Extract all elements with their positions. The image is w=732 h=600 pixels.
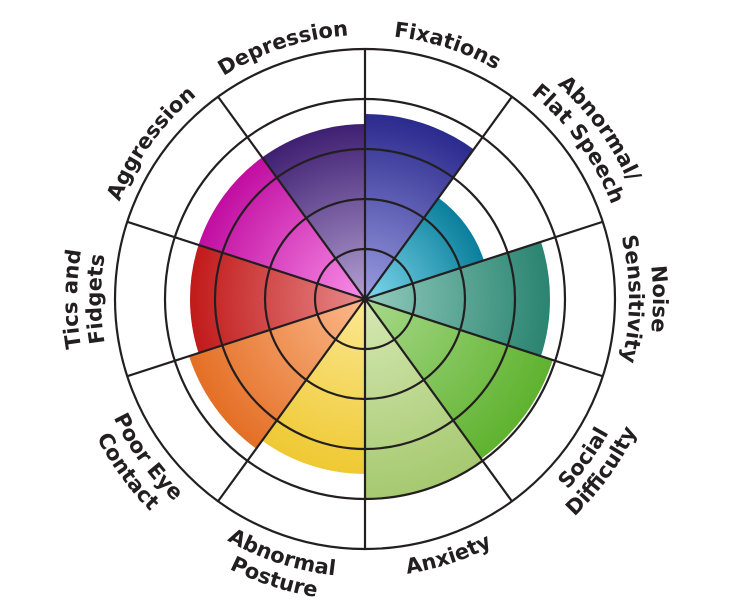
grid-spoke — [364, 220, 604, 301]
category-label-fixations: Fixations — [393, 18, 505, 75]
category-label-abnormal-flat-speech: Abnormal/Flat Speech — [528, 71, 646, 207]
wedge-noise-sensitivity — [365, 241, 550, 357]
wedge-poor-eye-contact — [189, 299, 365, 449]
wedge-aggression — [198, 157, 365, 299]
grid-spoke — [364, 96, 513, 300]
grid-spoke — [217, 96, 366, 300]
wedge-fixations — [365, 114, 474, 299]
category-label-depression: Depression — [214, 16, 349, 80]
wedge-social-difficulty — [365, 299, 553, 459]
grid-spoke — [126, 297, 366, 378]
category-label-line: Fidgets — [82, 252, 110, 345]
grid-spoke — [126, 220, 366, 301]
category-label-line: Noise — [646, 264, 672, 333]
category-label-line: Anxiety — [404, 529, 495, 579]
category-label-line: Tics and — [58, 247, 86, 350]
grid-group — [113, 47, 617, 551]
wedge-tics-and-fidgets — [190, 244, 365, 354]
category-label-anxiety: Anxiety — [404, 529, 495, 579]
wedge-abnormal-flat-speech — [365, 197, 484, 299]
category-label-aggression: Aggression — [102, 81, 200, 203]
category-label-line: Sensitivity — [617, 233, 648, 366]
grid-spoke — [217, 298, 366, 502]
category-label-line: Fixations — [393, 18, 505, 75]
grid-spoke — [364, 298, 513, 502]
category-label-line: Depression — [214, 16, 349, 80]
grid-spoke — [364, 297, 604, 378]
category-label-line: Aggression — [102, 81, 200, 203]
wedge-anxiety — [365, 299, 483, 499]
